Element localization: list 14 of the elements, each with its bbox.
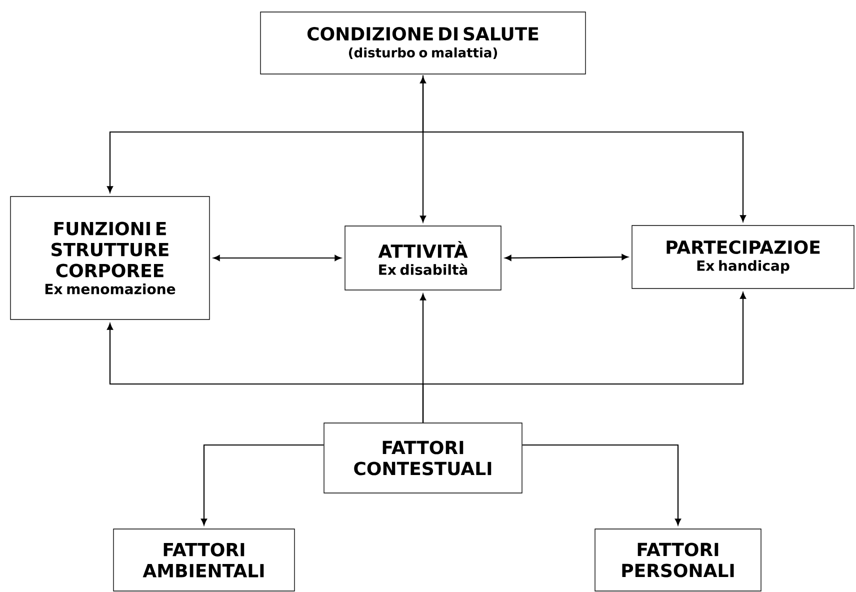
concept-box: CONDIZIONE DI SALUTE (disturbo o malattia) bbox=[260, 12, 586, 74]
arrow bbox=[213, 255, 342, 262]
arrow bbox=[522, 444, 682, 526]
arrow bbox=[420, 76, 426, 222]
concept-box: ATTIVITÀ Ex disabiltà bbox=[344, 226, 502, 290]
concept-box: PARTECIPAZIOE Ex handicap bbox=[632, 225, 854, 289]
arrow bbox=[504, 254, 628, 261]
arrow bbox=[201, 444, 324, 526]
concept-box: FUNZIONI E STRUTTURE CORPOREE Ex menomazione bbox=[10, 196, 210, 320]
concept-box: FATTORI CONTESTUALI bbox=[324, 422, 522, 494]
arrow bbox=[422, 75, 746, 222]
concept-box: FATTORI AMBIENTALI bbox=[113, 528, 295, 592]
arrow bbox=[422, 292, 746, 423]
concept-box: FATTORI PERSONALI bbox=[594, 528, 762, 592]
